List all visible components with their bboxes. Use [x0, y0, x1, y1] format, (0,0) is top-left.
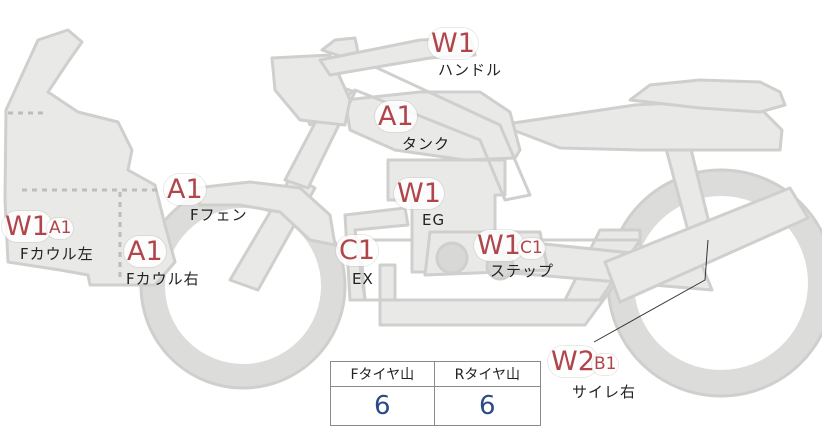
front-fender-code: A1	[164, 174, 206, 205]
step-label: ステップ	[490, 262, 555, 280]
front-fender-label: Fフェン	[190, 206, 248, 224]
silencer-leader-line	[593, 239, 709, 343]
mirror-stem	[320, 36, 360, 58]
silencer	[603, 186, 810, 304]
handle-code: W1	[428, 28, 478, 59]
front-cowl-left-subcode: A1	[47, 218, 74, 239]
step-subcode: C1	[518, 238, 545, 259]
step-code: W1	[474, 230, 524, 261]
exhaust-label: EX	[352, 270, 374, 288]
tank-label: タンク	[402, 135, 451, 153]
silencer-right-subcode: B1	[592, 354, 619, 375]
engine-label: EG	[422, 211, 446, 229]
front-tire-value: 6	[330, 386, 435, 426]
front-fender	[193, 180, 337, 247]
front-cowl-right-label: Fカウル右	[126, 270, 200, 288]
silencer-right-code: W2	[548, 346, 598, 377]
exhaust-code: C1	[336, 235, 379, 266]
silencer-right-label: サイレ右	[572, 383, 637, 401]
front-tire-header: Fタイヤ山	[330, 361, 435, 387]
front-cowl-left-code: W1	[2, 211, 52, 242]
rear-tire-header: Rタイヤ山	[433, 361, 542, 387]
engine-code: W1	[394, 178, 444, 209]
tire-tread-table: Fタイヤ山 Rタイヤ山 6 6	[330, 361, 542, 426]
seat	[628, 78, 787, 114]
rear-tire-value: 6	[433, 386, 542, 426]
front-cowl-right-code: A1	[124, 236, 166, 267]
front-cowl-left-label: Fカウル左	[20, 245, 94, 263]
engine-cover	[435, 241, 469, 275]
tank-code: A1	[375, 101, 417, 132]
handle-label: ハンドル	[438, 61, 503, 79]
